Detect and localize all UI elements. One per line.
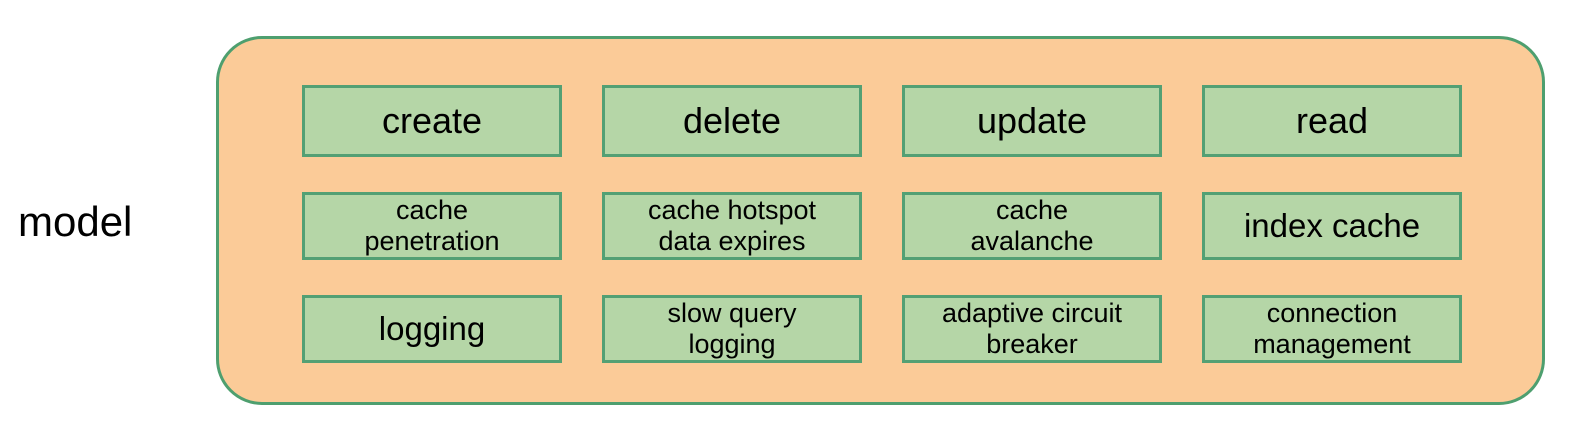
node-connection-management[interactable]: connection management <box>1202 295 1462 363</box>
node-logging[interactable]: logging <box>302 295 562 363</box>
row-reliability-concerns: logging slow query logging adaptive circ… <box>302 295 1462 363</box>
node-create[interactable]: create <box>302 85 562 157</box>
model-container: create delete update read cache penetrat… <box>216 36 1545 405</box>
row-cache-concerns: cache penetration cache hotspot data exp… <box>302 192 1462 260</box>
node-cache-avalanche[interactable]: cache avalanche <box>902 192 1162 260</box>
node-cache-avalanche-label: cache avalanche <box>970 194 1094 256</box>
node-update-label: update <box>976 100 1088 142</box>
node-create-label: create <box>381 100 483 142</box>
node-index-cache[interactable]: index cache <box>1202 192 1462 260</box>
node-connection-management-label: connection management <box>1253 297 1411 359</box>
node-adaptive-circuit-breaker-label: adaptive circuit breaker <box>941 297 1123 359</box>
node-cache-penetration[interactable]: cache penetration <box>302 192 562 260</box>
node-logging-label: logging <box>378 309 486 347</box>
node-slow-query-logging-label: slow query logging <box>667 297 797 359</box>
node-cache-hotspot-data-expires[interactable]: cache hotspot data expires <box>602 192 862 260</box>
node-adaptive-circuit-breaker[interactable]: adaptive circuit breaker <box>902 295 1162 363</box>
node-update[interactable]: update <box>902 85 1162 157</box>
node-read-label: read <box>1295 100 1369 142</box>
node-index-cache-label: index cache <box>1243 206 1421 244</box>
node-read[interactable]: read <box>1202 85 1462 157</box>
node-cache-penetration-label: cache penetration <box>364 194 500 256</box>
node-grid: create delete update read cache penetrat… <box>302 85 1462 363</box>
row-operations: create delete update read <box>302 85 1462 157</box>
node-slow-query-logging[interactable]: slow query logging <box>602 295 862 363</box>
node-delete-label: delete <box>682 100 782 142</box>
node-delete[interactable]: delete <box>602 85 862 157</box>
node-cache-hotspot-data-expires-label: cache hotspot data expires <box>647 194 817 256</box>
model-label: model <box>18 198 133 245</box>
